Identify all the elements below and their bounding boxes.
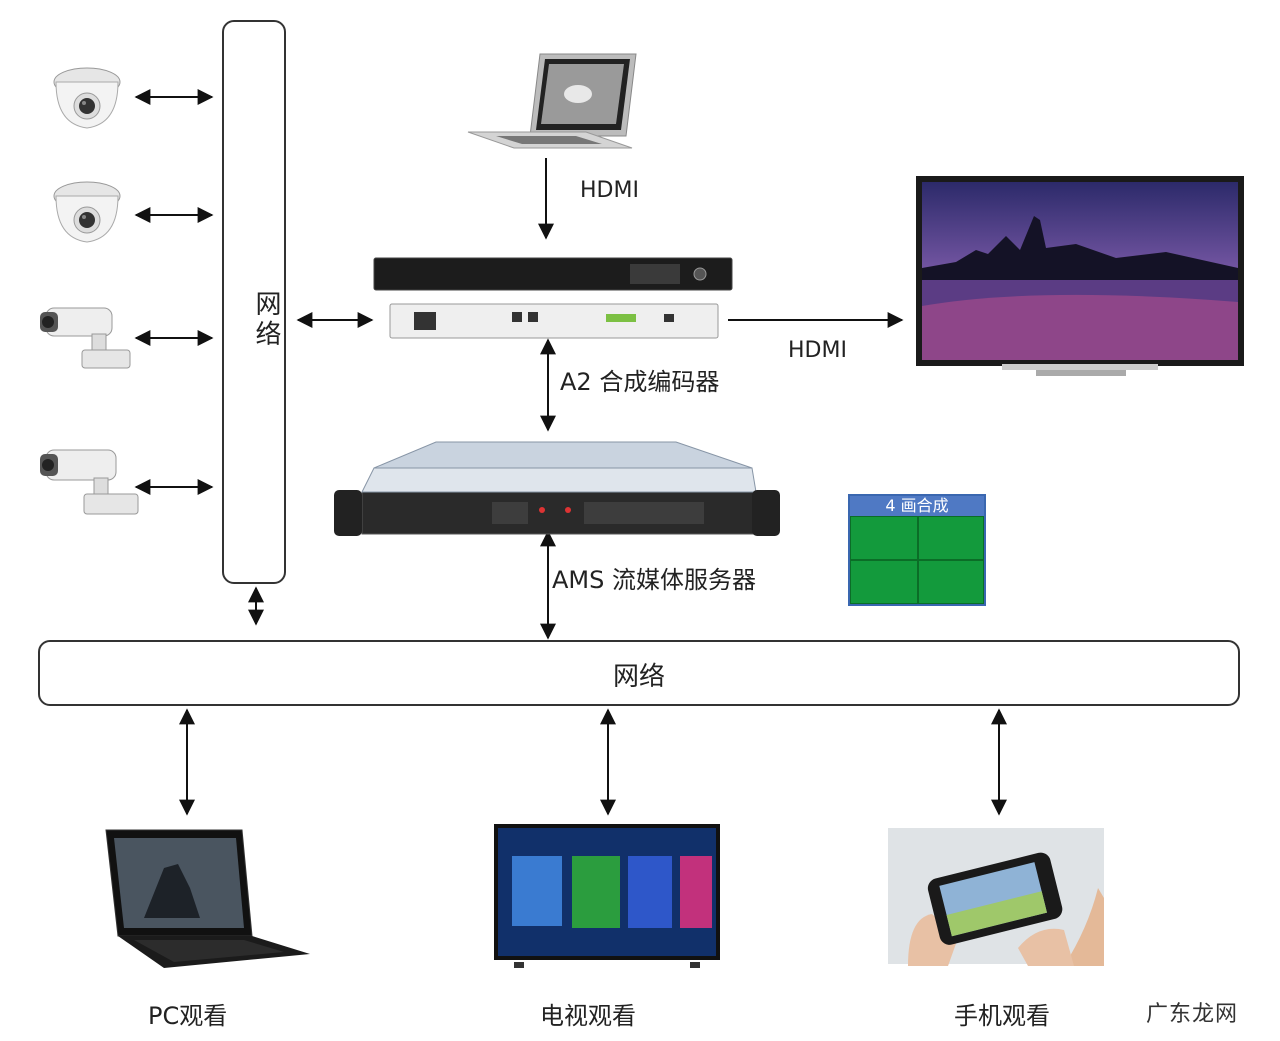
composite-cell <box>918 560 984 604</box>
composite-cell <box>918 516 984 560</box>
client-label-mobile: 手机观看 <box>954 1002 1050 1030</box>
streaming-server-icon <box>334 441 780 536</box>
mobile-phone-icon <box>888 828 1104 966</box>
bullet-camera-icon <box>40 307 131 369</box>
dome-camera-icon <box>53 67 121 129</box>
hdmi-output-label: HDMI <box>788 338 847 363</box>
network-vertical-box: 网络 <box>222 20 286 584</box>
laptop-icon <box>467 53 637 149</box>
pc-laptop-icon <box>105 829 310 968</box>
network-vertical-label: 网络 <box>251 290 281 350</box>
watermark: 广东龙网 <box>1146 1002 1239 1027</box>
composite-cell <box>850 560 918 604</box>
hdmi-input-label: HDMI <box>580 178 639 203</box>
encoder-label: A2 合成编码器 <box>560 368 720 396</box>
network-horizontal-box: 网络 <box>38 640 1240 706</box>
composite-cell <box>850 516 918 560</box>
bullet-camera-icon <box>40 449 139 515</box>
client-label-pc: PC观看 <box>148 1002 228 1030</box>
dome-camera-icon <box>53 181 121 243</box>
composite-title: 4 画合成 <box>850 496 984 516</box>
client-label-tv: 电视观看 <box>540 1002 636 1030</box>
four-screen-composite: 4 画合成 <box>848 494 986 606</box>
tv-display-icon <box>916 176 1244 376</box>
server-label: AMS 流媒体服务器 <box>552 566 756 594</box>
network-horizontal-label: 网络 <box>612 662 665 692</box>
smart-tv-icon <box>494 824 720 968</box>
encoder-device-icon <box>373 257 733 339</box>
